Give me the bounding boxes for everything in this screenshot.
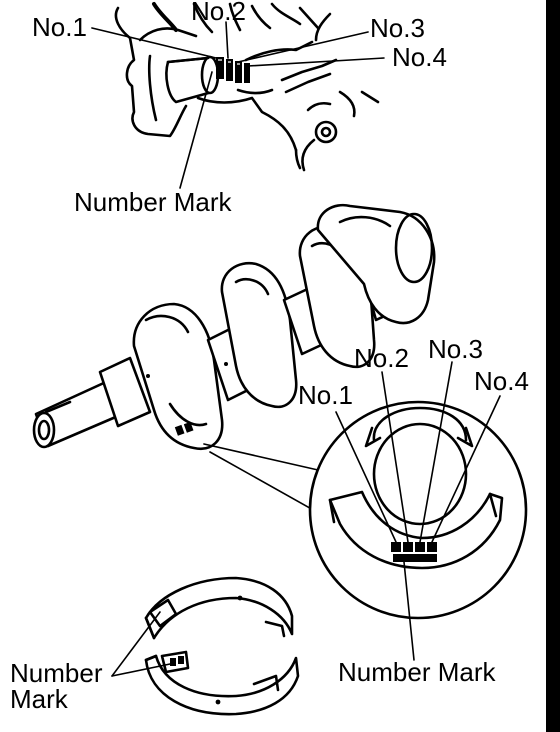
top-label-no4: No.4 xyxy=(392,42,447,72)
right-edge-bar xyxy=(546,0,560,732)
mid-number-mark-squares xyxy=(391,542,437,562)
top-label-no1: No.1 xyxy=(32,12,87,42)
top-label-number-mark: Number Mark xyxy=(74,187,232,217)
cylinder-block-illustration xyxy=(91,2,385,189)
mid-label-no2: No.2 xyxy=(354,343,409,373)
top-label-no2: No.2 xyxy=(191,0,246,26)
mid-label-no4: No.4 xyxy=(474,366,529,396)
mid-label-no3: No.3 xyxy=(428,334,483,364)
magnified-detail-circle xyxy=(308,361,528,661)
crankshaft-illustration xyxy=(32,203,436,451)
callout-line-upper xyxy=(203,443,319,471)
bearing-shells-illustration xyxy=(111,576,300,716)
mid-label-no1: No.1 xyxy=(298,380,353,410)
bottom-label-number: Number xyxy=(10,658,103,688)
bottom-label-mark: Mark xyxy=(10,684,69,714)
callout-line-lower xyxy=(209,451,325,517)
mid-label-number-mark: Number Mark xyxy=(338,657,496,687)
top-number-mark-squares xyxy=(216,57,250,83)
top-label-no3: No.3 xyxy=(370,13,425,43)
